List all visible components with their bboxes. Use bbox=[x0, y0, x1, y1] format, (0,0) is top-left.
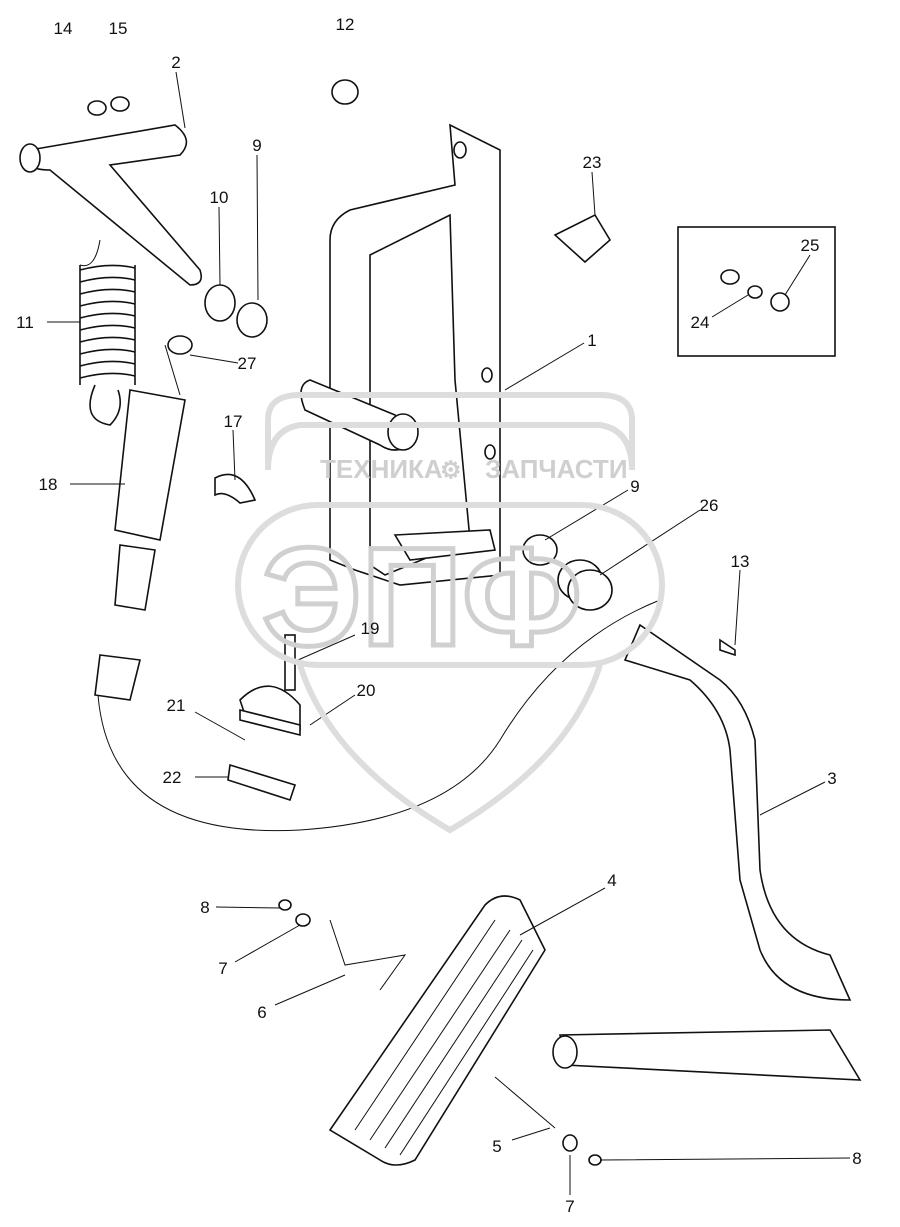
pedal-part-4 bbox=[328, 895, 546, 1166]
bracket-part-1 bbox=[300, 123, 501, 586]
callout-22: 22 bbox=[163, 768, 182, 787]
callout-15: 15 bbox=[109, 19, 128, 38]
pedal-arm-part-3 bbox=[552, 623, 862, 1081]
watermark-text-left: ТЕХНИКА bbox=[320, 454, 443, 484]
watermark-text-right: ЗАПЧАСТИ bbox=[485, 454, 628, 484]
callout-10: 10 bbox=[210, 188, 229, 207]
watermark-letters: ЭПФ bbox=[262, 518, 582, 675]
callout-1: 1 bbox=[587, 331, 596, 350]
callout-18: 18 bbox=[39, 475, 58, 494]
callout-12: 12 bbox=[336, 15, 355, 34]
callout-9: 9 bbox=[630, 477, 639, 496]
callout-3: 3 bbox=[827, 769, 836, 788]
callout-24: 24 bbox=[691, 313, 710, 332]
callout-23: 23 bbox=[583, 153, 602, 172]
cable-part-18 bbox=[94, 344, 661, 832]
callout-6: 6 bbox=[257, 1003, 266, 1022]
callout-labels: 14 15 2 12 9 10 23 25 24 11 27 1 17 18 9 26 13 19 20 21 22 3 4… bbox=[16, 15, 862, 1216]
callout-21: 21 bbox=[167, 696, 186, 715]
callout-5: 5 bbox=[492, 1137, 501, 1156]
callout-8: 8 bbox=[200, 898, 209, 917]
callout-19: 19 bbox=[361, 619, 380, 638]
callout-20: 20 bbox=[357, 681, 376, 700]
detail-inset-box bbox=[677, 226, 836, 357]
callout-8: 8 bbox=[852, 1149, 861, 1168]
spring-part-11 bbox=[79, 239, 136, 426]
callout-4: 4 bbox=[607, 871, 616, 890]
callout-25: 25 bbox=[801, 236, 820, 255]
lever-shaft-part-2 bbox=[19, 124, 203, 286]
callout-9: 9 bbox=[252, 136, 261, 155]
gear-icon: ⚙ bbox=[440, 457, 462, 484]
callout-7: 7 bbox=[565, 1197, 574, 1216]
watermark-logo: ЭПФ ТЕХНИКА ⚙ ЗАПЧАСТИ bbox=[235, 392, 665, 834]
callout-13: 13 bbox=[731, 552, 750, 571]
leader-lines bbox=[47, 71, 851, 1195]
callout-7: 7 bbox=[218, 959, 227, 978]
small-parts bbox=[87, 79, 836, 1166]
callout-2: 2 bbox=[171, 53, 180, 72]
callout-26: 26 bbox=[700, 496, 719, 515]
callout-11: 11 bbox=[16, 313, 34, 332]
callout-27: 27 bbox=[238, 354, 257, 373]
callout-17: 17 bbox=[224, 412, 243, 431]
callout-14: 14 bbox=[54, 19, 73, 38]
